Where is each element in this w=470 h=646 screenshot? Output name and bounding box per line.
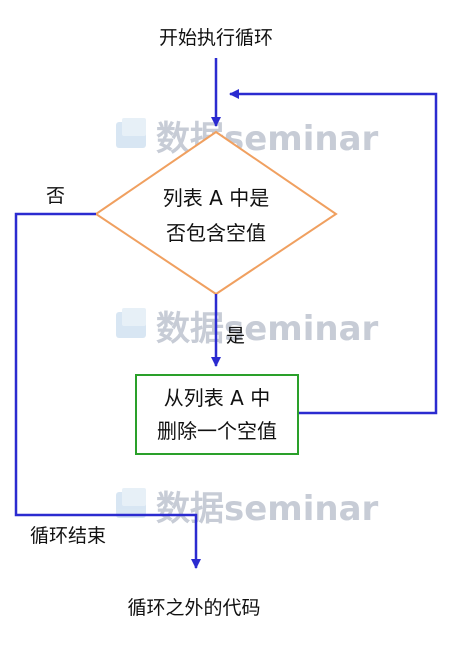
watermark-3: 数据seminar [116, 488, 379, 529]
watermark-text: 数据seminar [156, 309, 379, 349]
watermark-icon [116, 488, 146, 518]
yes-label: 是 [226, 325, 245, 347]
after-loop-label: 循环之外的代码 [127, 597, 260, 619]
watermark-text: 数据seminar [156, 489, 379, 529]
watermark-icon [116, 118, 146, 148]
loop-end-label: 循环结束 [30, 525, 106, 547]
arrow-loop-back [229, 89, 438, 415]
condition-line-1: 列表 A 中是 [163, 186, 269, 210]
action-box [135, 374, 299, 455]
watermark-2: 数据seminar [116, 308, 379, 349]
arrow-no [14, 212, 201, 569]
condition-line-2: 否包含空值 [166, 221, 266, 245]
action-line-2: 删除一个空值 [157, 419, 277, 443]
no-label: 否 [46, 185, 65, 207]
watermark-icon [116, 308, 146, 338]
action-line-1: 从列表 A 中 [164, 386, 270, 410]
start-label: 开始执行循环 [159, 27, 273, 49]
